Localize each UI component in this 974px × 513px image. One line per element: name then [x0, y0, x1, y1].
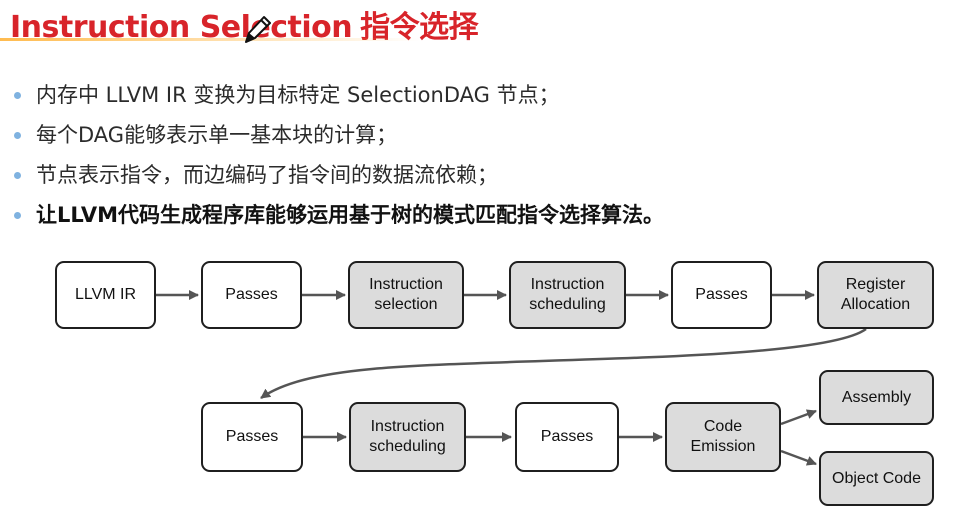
node-passes: Passes — [515, 402, 619, 472]
node-llvm-ir: LLVM IR — [55, 261, 156, 329]
bullet-item: 内存中 LLVM IR 变换为目标特定 SelectionDAG 节点； — [14, 78, 664, 118]
bullet-dot-icon — [14, 212, 21, 219]
bullet-item: 让LLVM代码生成程序库能够运用基于树的模式匹配指令选择算法。 — [14, 198, 664, 238]
bullet-text: 节点表示指令，而边编码了指令间的数据流依赖； — [36, 163, 498, 187]
bullet-text: 每个DAG能够表示单一基本块的计算； — [36, 123, 398, 147]
node-passes: Passes — [201, 402, 303, 472]
arrow — [780, 409, 817, 426]
pipeline-arrows — [156, 290, 867, 466]
node-passes: Passes — [201, 261, 302, 329]
pen-cursor-icon — [245, 16, 271, 43]
bullet-item: 节点表示指令，而边编码了指令间的数据流依赖； — [14, 158, 664, 198]
bullet-dot-icon — [14, 172, 21, 179]
node-object-code: Object Code — [819, 451, 934, 506]
title-highlight — [0, 38, 420, 41]
node-instruction-selection: Instruction selection — [348, 261, 464, 329]
node-assembly: Assembly — [819, 370, 934, 425]
bullet-text: 让LLVM代码生成程序库能够运用基于树的模式匹配指令选择算法。 — [36, 203, 665, 227]
node-instruction-scheduling: Instruction scheduling — [509, 261, 626, 329]
bullet-dot-icon — [14, 132, 21, 139]
bullet-list: 内存中 LLVM IR 变换为目标特定 SelectionDAG 节点； 每个D… — [14, 78, 664, 238]
node-passes: Passes — [671, 261, 772, 329]
bullet-dot-icon — [14, 92, 21, 99]
bullet-item: 每个DAG能够表示单一基本块的计算； — [14, 118, 664, 158]
node-instruction-scheduling: Instruction scheduling — [349, 402, 466, 472]
arrow — [260, 327, 867, 400]
node-register-allocation: Register Allocation — [817, 261, 934, 329]
codegen-pipeline-diagram: LLVM IR Passes Instruction selection Ins… — [0, 255, 974, 513]
bullet-text: 内存中 LLVM IR 变换为目标特定 SelectionDAG 节点； — [36, 83, 560, 107]
node-code-emission: Code Emission — [665, 402, 781, 472]
arrow — [780, 449, 817, 466]
